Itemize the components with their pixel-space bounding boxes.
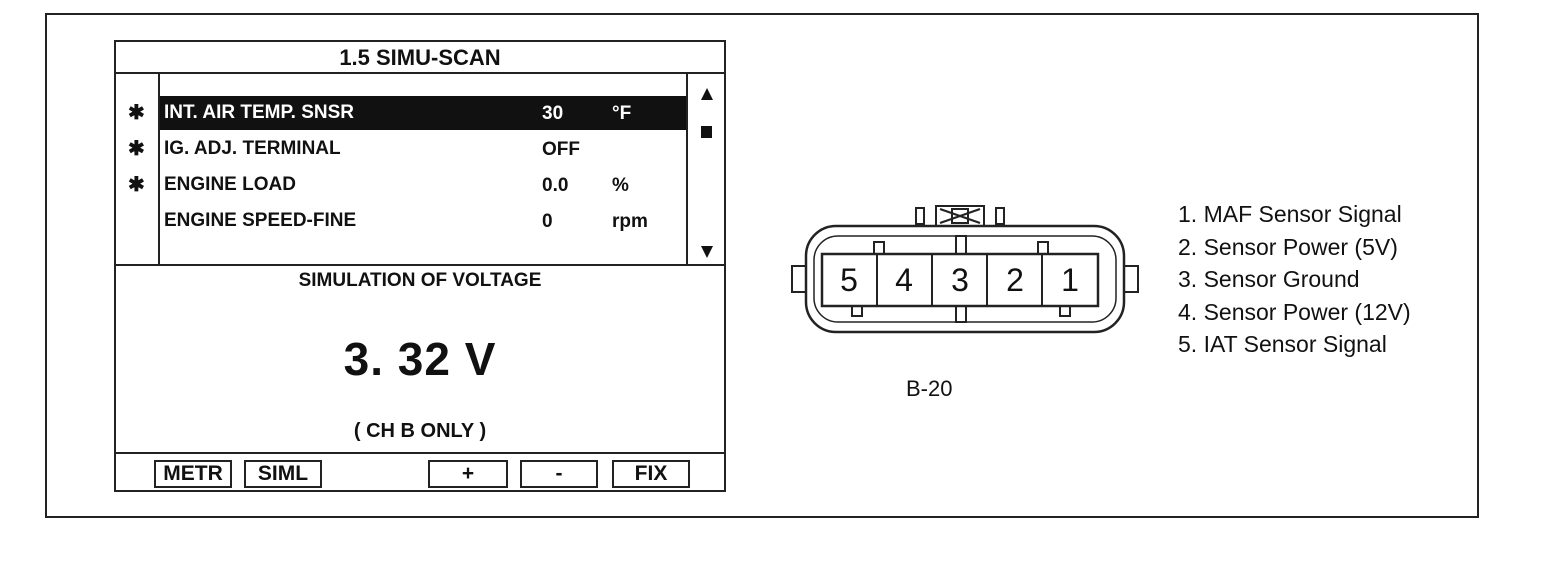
item-unit: °F	[612, 103, 632, 124]
legend-item: 1. MAF Sensor Signal	[1178, 201, 1402, 227]
screen-title: 1.5 SIMU-SCAN	[116, 42, 724, 74]
pin-number: 3	[951, 262, 969, 298]
plus-button[interactable]: +	[428, 460, 508, 488]
minus-button[interactable]: -	[520, 460, 598, 488]
item-label: ENGINE SPEED-FINE	[164, 210, 357, 231]
figure-frame	[45, 13, 1479, 518]
pin-number: 4	[895, 262, 913, 298]
data-list: ✱ INT. AIR TEMP. SNSR 30 °F ✱ IG. ADJ. T…	[116, 74, 724, 266]
legend-item: 5. IAT Sensor Signal	[1178, 331, 1387, 357]
asterisk-icon: ✱	[128, 102, 145, 124]
asterisk-icon: ✱	[128, 174, 145, 196]
voltage-readout: 3. 32 V	[343, 333, 497, 385]
item-value: 0	[542, 211, 553, 232]
pin-block	[820, 252, 1100, 308]
scanner-screen: 1.5 SIMU-SCAN ✱ INT. AIR TEMP. SNSR 30 °…	[114, 40, 726, 492]
list-item-engine-load[interactable]: ✱ ENGINE LOAD 0.0 %	[116, 168, 686, 202]
legend-item: 3. Sensor Ground	[1178, 266, 1360, 292]
item-value: 0.0	[542, 175, 569, 196]
softkey-bar: METR SIML + - FIX	[116, 452, 724, 490]
channel-note: ( CH B ONLY )	[353, 420, 487, 442]
item-unit: rpm	[612, 211, 648, 232]
pin-legend: 1. MAF Sensor Signal 2. Sensor Power (5V…	[1178, 198, 1411, 361]
legend-item: 2. Sensor Power (5V)	[1178, 233, 1398, 260]
lock-post	[915, 207, 925, 225]
list-item-engine-speed-fine[interactable]: ENGINE SPEED-FINE 0 rpm	[116, 204, 686, 238]
metr-button[interactable]: METR	[154, 460, 232, 488]
mark-column	[116, 74, 160, 264]
pin-number: 2	[1006, 262, 1024, 298]
simulation-title: SIMULATION OF VOLTAGE	[298, 270, 542, 291]
connector-caption: B-20	[906, 376, 953, 401]
item-label: INT. AIR TEMP. SNSR	[164, 102, 355, 123]
selection-highlight	[160, 96, 686, 130]
scroll-up-arrow-icon[interactable]	[701, 88, 713, 100]
fix-button[interactable]: FIX	[612, 460, 690, 488]
list-item-int-air-temp[interactable]: ✱ INT. AIR TEMP. SNSR 30 °F	[116, 96, 686, 130]
item-unit: %	[612, 175, 629, 196]
key-top	[873, 241, 885, 255]
pin-number: 1	[1061, 262, 1079, 298]
scroll-thumb[interactable]	[701, 126, 712, 138]
item-value: OFF	[542, 139, 580, 160]
scroll-down-arrow-icon[interactable]	[701, 246, 713, 258]
siml-button[interactable]: SIML	[244, 460, 322, 488]
legend-item: 4. Sensor Power (12V)	[1178, 298, 1411, 325]
asterisk-icon: ✱	[128, 138, 145, 160]
latch-mark	[939, 208, 981, 224]
key-top	[955, 235, 967, 255]
lock-post	[995, 207, 1005, 225]
item-label: IG. ADJ. TERMINAL	[164, 138, 341, 159]
item-value: 30	[542, 103, 564, 124]
item-label: ENGINE LOAD	[164, 174, 296, 195]
list-item-ig-adj-terminal[interactable]: ✱ IG. ADJ. TERMINAL OFF	[116, 132, 686, 166]
connector-b20-diagram: 5 4 3 2 1	[791, 205, 1139, 334]
pin-number: 5	[840, 262, 858, 298]
key-top	[1037, 241, 1049, 255]
scrollbar[interactable]	[686, 74, 724, 264]
